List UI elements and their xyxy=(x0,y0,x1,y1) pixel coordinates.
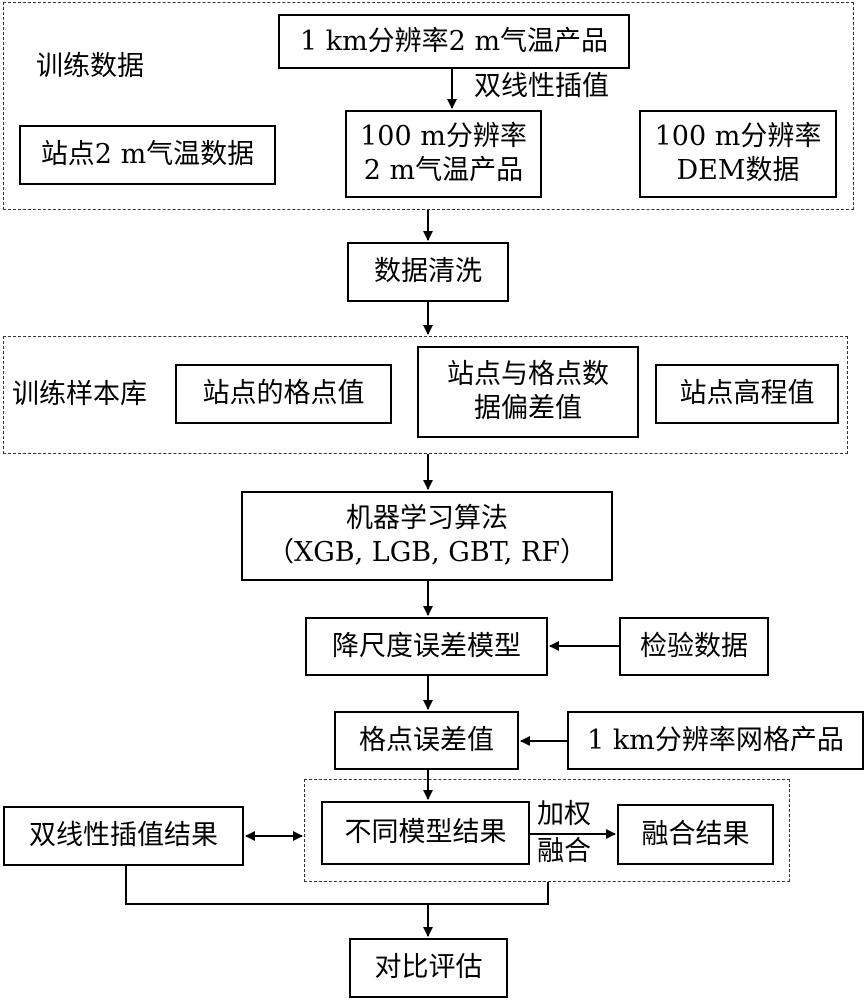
model-results-text: 不同模型结果 xyxy=(344,817,507,848)
bilinear-result-text: 双线性插值结果 xyxy=(29,820,218,851)
sample-library-label: 训练样本库 xyxy=(12,379,147,410)
deviation-box: 站点与格点数 据偏差值 xyxy=(417,346,639,438)
bilinear-interp-label: 双线性插值 xyxy=(474,71,609,102)
elevation-text: 站点高程值 xyxy=(679,378,815,409)
grid-product-1km-text: 1 km分辨率网格产品 xyxy=(587,724,844,756)
fusion-group xyxy=(304,779,790,882)
station-data-text: 站点2 m气温数据 xyxy=(40,139,255,170)
data-cleaning-box: 数据清洗 xyxy=(347,242,509,302)
downscale-model-text: 降尺度误差模型 xyxy=(332,630,521,662)
deviation-line1: 站点与格点数 xyxy=(447,359,609,390)
sample-library-group xyxy=(3,336,848,454)
connector-merge xyxy=(125,866,549,905)
fusion-result-text: 融合结果 xyxy=(641,818,750,850)
deviation-line2: 据偏差值 xyxy=(474,393,582,424)
evaluation-text: 对比评估 xyxy=(374,952,483,983)
product-100m-line2: 2 m气温产品 xyxy=(363,155,524,186)
grid-error-box: 格点误差值 xyxy=(334,711,519,770)
ml-algorithm-line1: 机器学习算法 xyxy=(345,503,508,534)
dem-100m-line1: 100 m分辨率 xyxy=(654,121,822,152)
station-data-box: 站点2 m气温数据 xyxy=(19,125,276,185)
training-data-label: 训练数据 xyxy=(36,51,144,82)
bilinear-result-box: 双线性插值结果 xyxy=(3,806,244,866)
fusion-label: 融合 xyxy=(537,836,591,867)
product-1km-box: 1 km分辨率2 m气温产品 xyxy=(278,14,630,69)
grid-product-1km-box: 1 km分辨率网格产品 xyxy=(567,711,864,770)
product-100m-line1: 100 m分辨率 xyxy=(360,121,527,152)
model-results-box: 不同模型结果 xyxy=(321,801,530,865)
elevation-box: 站点高程值 xyxy=(655,364,839,424)
ml-algorithm-line2: （XGB, LGB, GBT, RF） xyxy=(267,537,587,568)
fusion-result-box: 融合结果 xyxy=(617,804,774,865)
weighted-label: 加权 xyxy=(537,799,591,830)
validation-data-text: 检验数据 xyxy=(640,630,748,662)
dem-100m-box: 100 m分辨率 DEM数据 xyxy=(639,110,837,198)
grid-value-text: 站点的格点值 xyxy=(202,378,365,409)
validation-data-box: 检验数据 xyxy=(619,617,769,676)
data-cleaning-text: 数据清洗 xyxy=(374,256,482,287)
grid-value-box: 站点的格点值 xyxy=(175,364,392,424)
training-data-group xyxy=(3,2,854,210)
product-1km-text: 1 km分辨率2 m气温产品 xyxy=(299,25,609,57)
downscale-model-box: 降尺度误差模型 xyxy=(305,617,548,676)
dem-100m-line2: DEM数据 xyxy=(676,155,800,186)
grid-error-text: 格点误差值 xyxy=(359,724,494,756)
evaluation-box: 对比评估 xyxy=(349,938,508,998)
ml-algorithm-box: 机器学习算法 （XGB, LGB, GBT, RF） xyxy=(241,491,613,581)
product-100m-box: 100 m分辨率 2 m气温产品 xyxy=(345,110,542,198)
